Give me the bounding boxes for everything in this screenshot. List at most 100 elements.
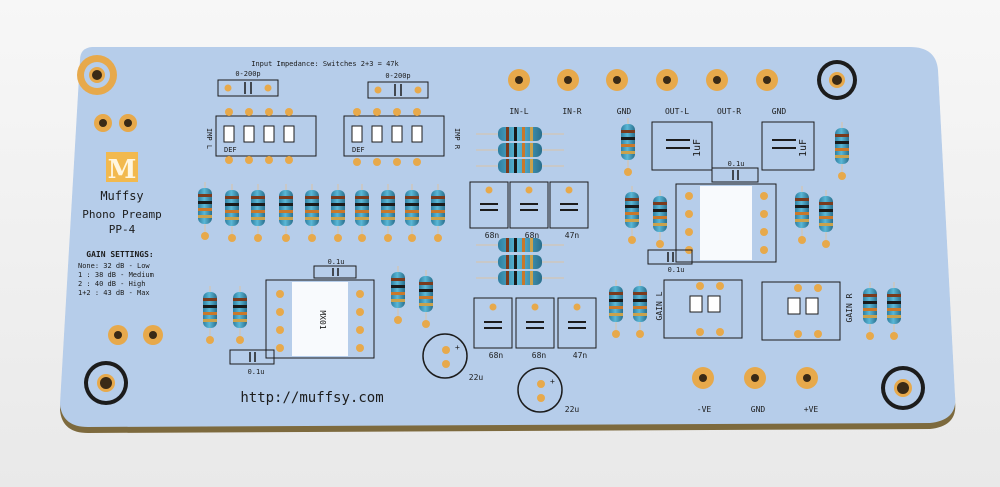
dip-switch-imp-l: IMP L DEF <box>205 108 317 164</box>
product-name: Phono Preamp <box>82 208 161 221</box>
resistor <box>653 190 667 248</box>
cap-22u-left: + 22u <box>422 333 484 382</box>
svg-text:DEF: DEF <box>224 146 237 154</box>
cap-0-200p-right: 0-200p <box>367 72 429 99</box>
power-pads-top-left <box>94 114 137 132</box>
svg-text:IMP L: IMP L <box>205 128 213 149</box>
cap-22u-right: + 22u <box>517 367 580 414</box>
cap-0-200p-left: 0-200p <box>217 70 279 97</box>
gain-switch-left: GAIN L <box>655 279 743 339</box>
svg-text:+: + <box>550 377 555 386</box>
resistor <box>863 282 877 340</box>
svg-text:68n: 68n <box>485 231 500 240</box>
resistor <box>203 286 217 344</box>
svg-text:0-200p: 0-200p <box>235 70 260 78</box>
resistor <box>609 280 623 338</box>
logo-letter: M <box>108 155 137 185</box>
cap-footprints-lower: 68n 68n 47n <box>473 297 597 360</box>
resistor <box>198 182 212 240</box>
cap-footprints-upper: 68n 68n 47n <box>469 181 589 240</box>
resistor <box>621 118 635 176</box>
svg-text:47n: 47n <box>565 231 580 240</box>
website-url: http://muffsy.com <box>240 390 383 406</box>
resistor <box>476 271 564 285</box>
resistor <box>476 255 564 269</box>
resistor <box>476 159 564 173</box>
svg-text:68n: 68n <box>525 231 540 240</box>
resistor <box>476 143 564 157</box>
svg-text:1uF: 1uF <box>798 139 809 157</box>
power-pads-bottom <box>692 367 818 389</box>
mounting-holes <box>77 55 925 410</box>
svg-text:+: + <box>455 343 460 352</box>
resistor <box>795 186 809 244</box>
resistor <box>225 184 239 242</box>
label-in-r: IN-R <box>562 107 581 116</box>
gain-settings-title: GAIN SETTINGS: <box>86 250 153 259</box>
gain-line-0: None: 32 dB - Low <box>78 262 150 270</box>
model-name: PP-4 <box>109 223 136 236</box>
ic-socket-right: 0.1u <box>675 160 777 263</box>
gain-line-2: 2 : 40 dB - High <box>78 280 145 288</box>
brand-name: Muffsy <box>100 189 143 203</box>
resistors <box>198 118 901 344</box>
resistor <box>476 127 564 141</box>
svg-text:GAIN L: GAIN L <box>655 291 664 320</box>
resistor <box>355 184 369 242</box>
resistor <box>887 282 901 340</box>
label-out-l: OUT-L <box>665 107 689 116</box>
pads-lower-left <box>108 325 163 345</box>
gain-switch-right: GAIN R <box>761 281 854 341</box>
label-gnd-top: GND <box>617 107 632 116</box>
svg-text:0.1u: 0.1u <box>728 160 745 168</box>
svg-text:22u: 22u <box>565 405 580 414</box>
svg-text:22u: 22u <box>469 373 484 382</box>
svg-text:0.1u: 0.1u <box>668 266 685 274</box>
resistor <box>476 238 564 252</box>
resistor <box>405 184 419 242</box>
svg-text:1uF: 1uF <box>692 139 703 157</box>
label-neg-ve: -VE <box>697 405 712 414</box>
impedance-note: Input Impedance: Switches 2+3 = 47k <box>251 60 399 68</box>
svg-text:0.1u: 0.1u <box>328 258 345 266</box>
output-cap-left: 1uF <box>651 121 713 171</box>
resistor <box>305 184 319 242</box>
svg-text:68n: 68n <box>532 351 547 360</box>
cap-0-1u-mid: 0.1u <box>647 249 693 274</box>
label-gnd-top-2: GND <box>772 107 787 116</box>
svg-text:DEF: DEF <box>352 146 365 154</box>
resistor <box>391 266 405 324</box>
pcb-board <box>60 47 956 427</box>
label-out-r: OUT-R <box>717 107 741 116</box>
dip-switch-imp-r: IMP R DEF <box>343 108 461 166</box>
resistor <box>251 184 265 242</box>
output-cap-right: 1uF <box>761 121 815 171</box>
cap-0-1u-lower-left: 0.1u <box>229 349 275 376</box>
svg-text:47n: 47n <box>573 351 588 360</box>
ic-socket-left: 0.1u MX01 <box>265 258 375 359</box>
label-gnd-bottom: GND <box>751 405 766 414</box>
resistor <box>633 280 647 338</box>
resistor <box>819 190 833 248</box>
resistor <box>431 184 445 242</box>
gain-line-3: 1+2 : 43 dB - Max <box>78 289 150 297</box>
svg-text:0-200p: 0-200p <box>385 72 410 80</box>
svg-text:MX01: MX01 <box>318 310 327 329</box>
label-pos-ve: +VE <box>804 405 819 414</box>
resistor <box>381 184 395 242</box>
resistor <box>625 186 639 244</box>
resistor <box>835 122 849 180</box>
gain-line-1: 1 : 38 dB - Medium <box>78 271 154 279</box>
svg-text:GAIN R: GAIN R <box>845 293 854 322</box>
io-pads-top <box>508 69 778 91</box>
resistor <box>233 286 247 344</box>
label-in-l: IN-L <box>509 107 528 116</box>
muffsy-logo: M <box>106 152 138 185</box>
svg-text:0.1u: 0.1u <box>248 368 265 376</box>
resistor <box>419 270 433 328</box>
svg-text:IMP R: IMP R <box>453 128 461 150</box>
svg-text:68n: 68n <box>489 351 504 360</box>
resistor <box>331 184 345 242</box>
